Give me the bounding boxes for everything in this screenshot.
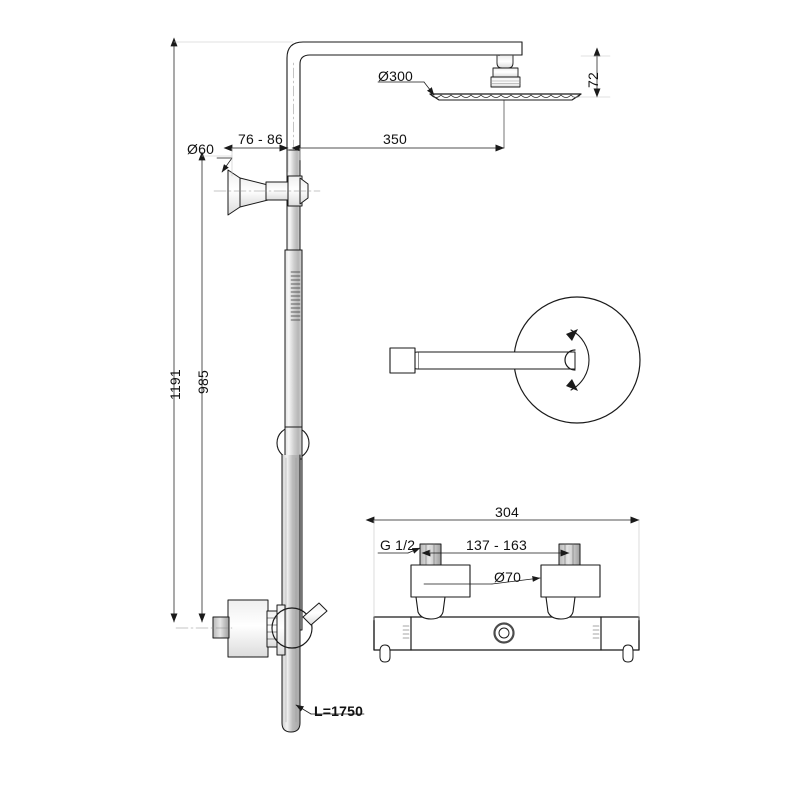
dimension-head-thickness: [571, 47, 611, 98]
dimension-label-inlet-spacing: 137 - 163: [466, 537, 527, 553]
valve-inlet-left: [410, 543, 471, 620]
overhead-shower-head: [429, 55, 582, 101]
dimension-label-overall-height: 1191: [167, 369, 183, 400]
dimension-label-escutcheon-diameter: Ø70: [494, 569, 522, 585]
dimension-inlet-thread: [377, 547, 421, 554]
dimension-wall-bracket-diameter: [216, 157, 233, 173]
dimension-label-wall-offset: 76 - 86: [238, 131, 283, 147]
dimension-label-inlet-thread: G 1/2: [380, 537, 416, 553]
dimension-label-head-diameter: Ø300: [378, 68, 414, 84]
swivel-detail: [389, 296, 641, 424]
dimension-riser-height: [198, 151, 233, 623]
dimension-inlet-spacing: [421, 545, 570, 557]
dimension-overall-height: [170, 37, 294, 623]
dimension-label-riser-height: 985: [195, 370, 211, 394]
shower-arm: [286, 41, 523, 151]
dimension-label-head-thickness: 72: [585, 72, 601, 88]
wall-bracket: [213, 169, 321, 216]
dimension-escutcheon-diameter: [423, 575, 541, 585]
dimension-hose-length: [295, 704, 365, 715]
dimension-label-hose-length: L=1750: [314, 703, 364, 719]
dimension-head-diameter: [377, 81, 435, 96]
dimension-label-head-projection: 350: [383, 131, 407, 147]
dimension-wall-offset: [223, 144, 289, 177]
thermostatic-valve-elevation: [175, 599, 328, 658]
valve-detail: [373, 543, 640, 663]
hand-shower-hose: [281, 454, 301, 733]
dimension-label-valve-width: 304: [495, 504, 519, 520]
valve-inlet-right: [540, 543, 601, 620]
slider-holder: [276, 426, 310, 460]
dimension-valve-width: [365, 516, 640, 621]
dimension-label-wall-bracket-diameter: Ø60: [187, 141, 215, 157]
dimension-head-projection: [291, 99, 505, 161]
